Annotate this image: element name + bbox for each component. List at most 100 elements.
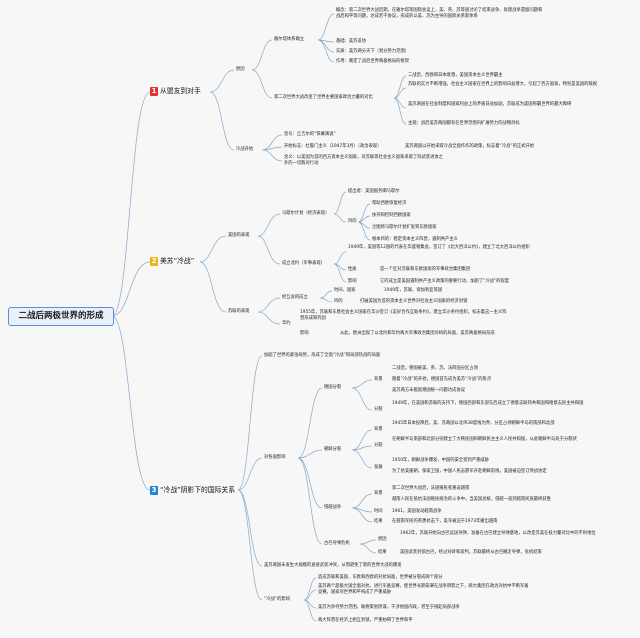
- section-3: 3“冷战”阴影下的国际关系: [150, 486, 235, 495]
- node-marshall-purpose-3: 企图将马歇尔计划扩张到东欧国家: [372, 225, 437, 230]
- cominform-branches: [319, 290, 333, 303]
- node-marshall-purpose: 目的: [348, 219, 357, 224]
- node-warsaw-effect: 影响: [300, 331, 309, 336]
- cause-to-change: [251, 69, 273, 99]
- node-impact: 对各国影响: [264, 455, 286, 460]
- node-change: 第二次世界大战改变了世界主要国家政治力量的对比: [274, 95, 373, 100]
- node-germany-cause-3: 美苏两方未能就德国统一问题达成协议: [392, 388, 466, 393]
- node-nato: 成立北约（军事表现）: [282, 261, 325, 266]
- node-korea-split: 分裂: [374, 443, 383, 448]
- node-summary: 美苏两国未发生大规模的直接武装冲突，从而避免了新的世界大战的爆发: [264, 563, 402, 568]
- node-germany-cause-1: 二战后，德国被美、英、苏、法四国分区占领: [392, 366, 478, 371]
- us-branches: [257, 213, 281, 265]
- impact-branches: [297, 387, 323, 545]
- node-korea-dev: 发展: [374, 465, 383, 470]
- start-branches: [261, 134, 283, 162]
- node-influence-2: 美苏两个超级大国全面对抗，进行军备竞赛，使世界长期笼罩在战争阴影之下，两大集团在…: [318, 584, 529, 595]
- node-change-2: 苏联的实力不断增强，社会主义国家在世界上的影响日益增大，引起了西方国家，特别是美…: [408, 82, 598, 87]
- node-influence-4: 两大阵营在经济上相互封锁，严重妨碍了世界和平: [318, 618, 413, 623]
- node-influence-3: 美苏为争夺势力范围，联络策划阴谋，干涉他国内政，甚至于挑起局部战争: [318, 605, 460, 610]
- node-cominform-purpose-text: 打破美国为首的资本主义世界对社会主义国家的经济封锁: [360, 299, 468, 304]
- node-marshall: 马歇尔计划（经济表现）: [282, 211, 330, 216]
- node-change-4: 主观：战后美苏两国都有在世界范围内扩展势力的战略目标: [408, 121, 520, 126]
- node-cominform: 经互会的成立: [282, 295, 308, 300]
- node-cominform-time-text: 1949年，苏联、保加利亚等国: [384, 288, 443, 293]
- node-cominform-time: 时间、国家: [334, 288, 356, 293]
- cuba-branches: [359, 539, 377, 554]
- node-warsaw-text: 1955年，苏联和东欧社会主义国家在华沙签订《友好合作互助条约》，建立华沙条约组…: [300, 310, 507, 321]
- node-nato-nature-text: 是一个区对苏联和东欧国家的军事政治集团集团: [380, 267, 471, 272]
- node-marshall-purpose-1: 帮助西欧恢复经济: [372, 201, 407, 206]
- node-warsaw-effect-text: 从此，欧洲出现了以北约和华约两大军事政治集团对峙的局面，美苏两极格局形成: [340, 331, 495, 336]
- node-sign: 皆号：丘吉尔的“铁幕演说”: [284, 132, 336, 137]
- node-nato-nature: 性质: [348, 267, 357, 272]
- node-vietnam-cause-2: 越南人民在抵抗法国殖民统治的斗争中，当美国总统，侵越一直到越南民族最终获胜: [392, 497, 551, 502]
- vietnam-branches: [351, 493, 373, 523]
- s1-to-cause: [209, 69, 235, 93]
- section-1-number: 1: [150, 87, 158, 96]
- node-influence-1: 造成苏联和美国、东欧和西欧的对抗局面，世界被分裂成两个部分: [318, 575, 443, 580]
- node-marshall-purpose-2: 扶持和控制西欧国家: [372, 213, 411, 218]
- node-korea-dev-1: 1950年，朝鲜战争爆发，中国的安全受到严重威胁: [392, 458, 489, 463]
- node-vietnam-cause: 背景: [374, 491, 383, 496]
- section-2-number: 2: [150, 257, 158, 266]
- node-vietnam-time-text: 1961，美国发动越南战争: [392, 509, 442, 514]
- node-begin-2: 美苏两国以开始采取冷战全面作作的政策，标志着“冷战”的正式开始: [405, 144, 535, 149]
- node-marshall-purpose-4: 根本目的：稳定资本主义阵营，遏制共产主义: [372, 237, 458, 242]
- node-cominform-purpose: 目的: [334, 299, 343, 304]
- marshall-branches: [333, 191, 347, 223]
- s2-to-us: [199, 235, 227, 263]
- node-vienna: 雅尔塔体系确立: [274, 37, 305, 42]
- s3-to-summary: [237, 489, 263, 567]
- node-cuba-result-text: 美国武装封锁古巴，经过对峙和谈判，苏联最终从古巴撤走导弹，危机结束: [400, 550, 542, 555]
- cause-to-vienna: [251, 39, 273, 71]
- node-effect: 作用：奠定了战后世界两极格局的框架: [336, 59, 410, 64]
- node-cuba-result: 结果: [378, 550, 387, 555]
- node-vietnam: 侵越战争: [324, 505, 342, 510]
- node-meaning: 含义：以美国为首的西方资本主义国家，对苏联等社会主义国家采取了除武装进攻之外的一…: [284, 155, 443, 166]
- node-us: 美国的表现: [228, 233, 250, 238]
- root-to-s1: [111, 91, 151, 317]
- node-germany: 德国分裂: [324, 385, 342, 390]
- node-influence: “冷战”的影响: [264, 597, 290, 602]
- node-korea-cause-text: 1945年日本投降后，美、苏两国以北纬38度线为界，分区占领朝鲜半岛的南部和北部: [392, 421, 555, 426]
- node-basis: 基础：美苏妥协: [336, 39, 367, 44]
- node-concept: 概念：第二次世界大战后期，在雅尔塔等国际会议上，美、英、苏等国讨论了结束战争、处…: [336, 8, 543, 19]
- s3-to-influence: [237, 489, 263, 601]
- nato-branches: [333, 251, 347, 283]
- node-change-1: 二战后，西欧和日本衰落，美国资本主义世界霸主: [408, 73, 503, 78]
- influence-branches: [303, 577, 317, 622]
- node-germany-cause: 背景: [374, 377, 383, 382]
- node-marshall-proposer: 提出者：美国国务卿马歇尔: [348, 189, 400, 194]
- node-essence: 实质：美苏两分天下（划分势力范围）: [336, 49, 410, 54]
- node-cuba-cause: 原因: [378, 537, 387, 542]
- node-vietnam-result: 结果: [374, 519, 383, 524]
- section-3-number: 3: [150, 486, 158, 495]
- germany-branches: [351, 379, 373, 411]
- node-cuba: 古巴导弹危机: [324, 541, 350, 546]
- s3-to-intro: [237, 355, 263, 491]
- change-branches: [393, 75, 407, 125]
- section-1-title: 从盟友到对手: [160, 87, 201, 95]
- node-warsaw: 华约: [282, 321, 291, 326]
- node-vietnam-result-text: 在越南军民的英勇抗击下，美军被迫于1973年撤出越南: [392, 519, 498, 524]
- node-vietnam-time: 时间: [374, 509, 383, 514]
- node-change-3: 美苏两国在社会制度和国家利益上的矛盾日益加剧，苏联成为美国称霸世界的最大障碍: [408, 102, 572, 107]
- node-korea-dev-2: 为了抗美援朝，保家卫国，中国人民志愿军开赴朝鲜前线，美国被迫签订停战协定: [392, 469, 547, 474]
- node-germany-split: 分裂: [374, 407, 383, 412]
- node-nato-effect: 影响: [348, 279, 357, 284]
- node-soviet: 苏联的表现: [228, 309, 250, 314]
- node-germany-split-text: 1949年，在美国和苏联的支持下，德国西部和东部先后成立了德意志联邦共和国和德意…: [392, 401, 584, 406]
- soviet-branches: [257, 297, 281, 325]
- root-to-s2: [111, 261, 151, 317]
- node-nato-text: 1949年，美国等12国的代表在华盛顿集会，签订了《北大西洋公约》，建立了北大西…: [348, 245, 530, 250]
- node-vietnam-cause-1: 第二次世界大战后，法国殖民者重返越南: [392, 486, 470, 491]
- root-to-s3: [111, 315, 151, 491]
- vienna-branches: [317, 13, 335, 63]
- node-cause: 原因: [236, 67, 245, 72]
- node-cuba-cause-text: 1962年，苏联开始向古巴运送导弹，准备在古巴建立导弹基地，以改变苏美在核力量对…: [400, 531, 596, 536]
